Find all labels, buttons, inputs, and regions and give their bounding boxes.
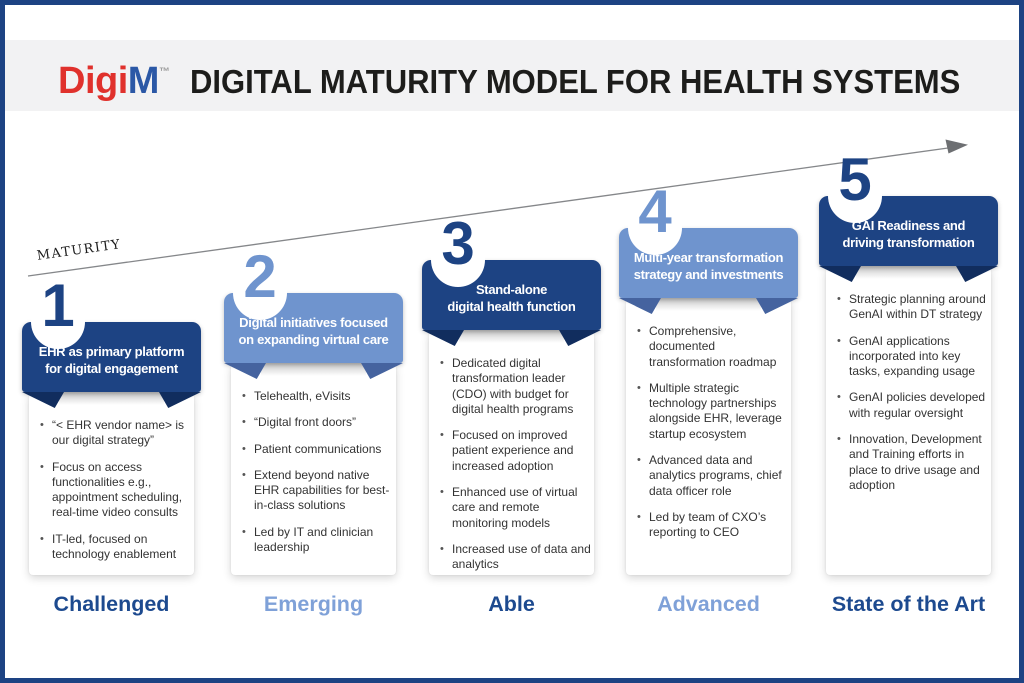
- digim-logo: DigiM™: [58, 60, 170, 103]
- stage-column-3: 3 Stand-alone digital health function De…: [422, 0, 601, 660]
- stage-banner-title: Digital initiatives focused on expanding…: [226, 314, 401, 348]
- stage-label-able: Able: [488, 592, 535, 616]
- stage-number: 1: [41, 272, 75, 339]
- banner-line-2: on expanding virtual care: [238, 332, 389, 347]
- stage-number: 5: [838, 146, 872, 213]
- banner-line-2: strategy and investments: [633, 267, 784, 282]
- stage-bullet-list: “< EHR vendor name> is our digital strat…: [39, 418, 193, 573]
- bullet-item: Led by team of CXO’s reporting to CEO: [636, 510, 790, 541]
- stage-bullet-list: Telehealth, eVisits “Digital front doors…: [241, 389, 395, 566]
- bullet-item: Telehealth, eVisits: [241, 389, 395, 405]
- banner-line-1: Multi-year transformation: [633, 250, 784, 265]
- banner-line-1: Stand-alone: [475, 282, 548, 297]
- bullet-item: Dedicated digital transformation leader …: [439, 356, 593, 417]
- stage-label-advanced: Advanced: [657, 592, 760, 616]
- stage-bullet-list: Dedicated digital transformation leader …: [439, 356, 593, 584]
- banner-line-2: digital health function: [447, 299, 576, 314]
- stage-bullet-list: Comprehensive, documented transformation…: [636, 324, 790, 552]
- bullet-item: Increased use of data and analytics: [439, 542, 593, 573]
- bullet-item: GenAI applications incorporated into key…: [836, 334, 990, 380]
- bullet-item: Advanced data and analytics programs, ch…: [636, 453, 790, 499]
- banner-line-1: GAI Readiness and: [851, 218, 966, 233]
- page-title: DIGITAL MATURITY MODEL FOR HEALTH SYSTEM…: [190, 63, 961, 100]
- stage-banner-title: Stand-alone digital health function: [424, 281, 599, 315]
- bullet-item: IT-led, focused on technology enablement: [39, 532, 193, 563]
- banner-line-1: EHR as primary platform: [38, 344, 185, 359]
- stage-label-state-of-the-art: State of the Art: [831, 592, 986, 616]
- stage-label-challenged: Challenged: [53, 592, 170, 616]
- bullet-item: Comprehensive, documented transformation…: [636, 324, 790, 370]
- bullet-item: GenAI policies developed with regular ov…: [836, 390, 990, 421]
- stage-column-5: 5 GAI Readiness and driving transformati…: [819, 0, 998, 660]
- logo-digi: Digi: [58, 60, 128, 102]
- stage-column-1: 1 EHR as primary platform for digital en…: [22, 0, 201, 660]
- bullet-item: Enhanced use of virtual care and remote …: [439, 485, 593, 531]
- bullet-item: Patient communications: [241, 442, 395, 458]
- banner-line-2: for digital engagement: [45, 361, 178, 376]
- bullet-item: Focused on improved patient experience a…: [439, 428, 593, 474]
- bullet-item: Focus on access functionalities e.g., ap…: [39, 460, 193, 521]
- bullet-item: Led by IT and clinician leadership: [241, 525, 395, 556]
- stage-column-2: 2 Digital initiatives focused on expandi…: [224, 0, 403, 660]
- stage-banner-title: GAI Readiness and driving transformation: [821, 217, 996, 251]
- bullet-item: Innovation, Development and Training eff…: [836, 432, 990, 493]
- stage-number: 2: [243, 243, 277, 310]
- stage-number: 4: [638, 178, 672, 245]
- bullet-item: Extend beyond native EHR capabilities fo…: [241, 468, 395, 514]
- stage-bullet-list: Strategic planning around GenAI within D…: [836, 292, 990, 504]
- banner-line-2: driving transformation: [842, 235, 975, 250]
- stage-label-emerging: Emerging: [263, 592, 364, 616]
- stage-banner-title: Multi-year transformation strategy and i…: [621, 249, 796, 283]
- bullet-item: Multiple strategic technology partnershi…: [636, 381, 790, 442]
- stage-column-4: 4 Multi-year transformation strategy and…: [619, 0, 798, 660]
- trademark-symbol: ™: [158, 66, 170, 78]
- number-notch: [828, 169, 882, 223]
- number-notch: [628, 201, 682, 255]
- number-notch: [233, 266, 287, 320]
- number-notch: [31, 295, 85, 349]
- bullet-item: “Digital front doors”: [241, 415, 395, 431]
- bullet-item: Strategic planning around GenAI within D…: [836, 292, 990, 323]
- stage-number: 3: [441, 210, 475, 277]
- banner-line-1: Digital initiatives focused: [239, 315, 388, 330]
- bullet-item: “< EHR vendor name> is our digital strat…: [39, 418, 193, 449]
- number-notch: [431, 233, 485, 287]
- stage-banner-title: EHR as primary platform for digital enga…: [24, 343, 199, 377]
- logo-m: M: [127, 60, 160, 102]
- header-band: [0, 40, 1024, 111]
